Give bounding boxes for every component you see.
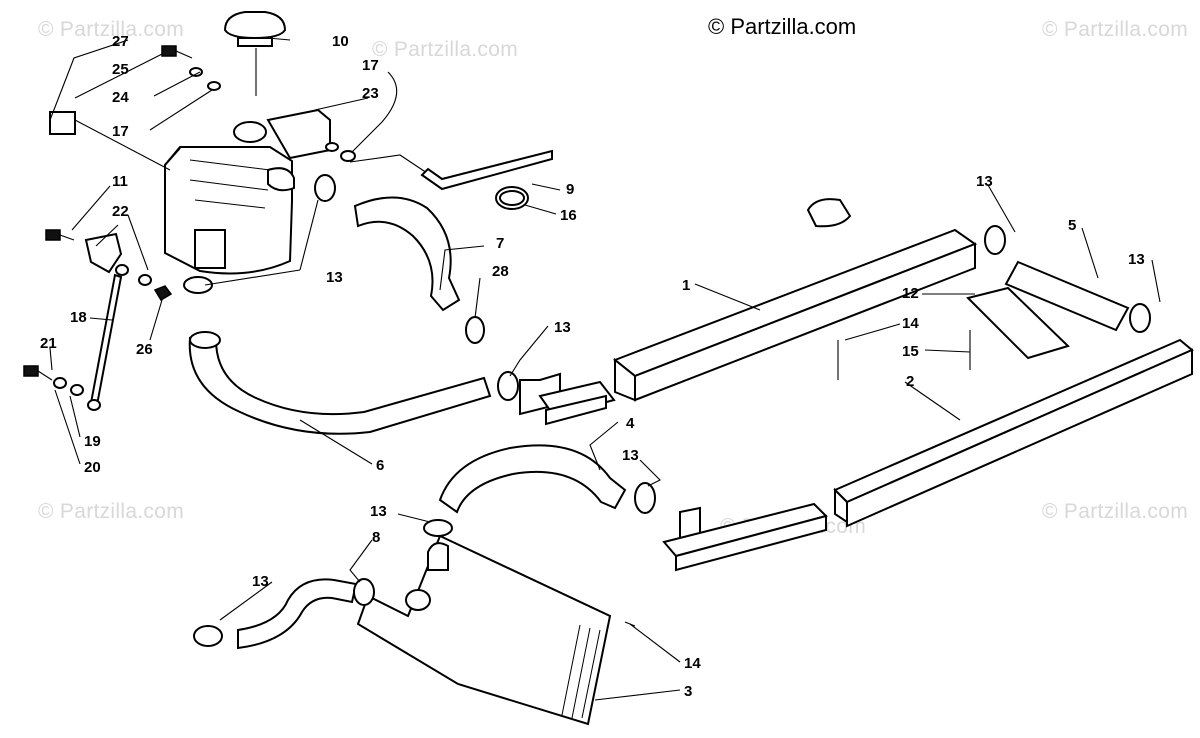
callout-15: 15: [902, 343, 919, 360]
hose-clamp[interactable]: [353, 578, 375, 606]
callout-23: 23: [362, 85, 379, 102]
hose-clamp[interactable]: [634, 482, 656, 514]
hose-clamp[interactable]: [1129, 303, 1151, 333]
washer[interactable]: [115, 264, 129, 276]
elbow-fitting[interactable]: [519, 372, 616, 426]
tunnel-frame-rail[interactable]: [833, 338, 1194, 528]
hose-clamp[interactable]: [465, 316, 485, 344]
coolant-hose[interactable]: [353, 196, 461, 312]
callout-13: 13: [622, 447, 639, 464]
callout-13: 13: [976, 173, 993, 190]
callout-18: 18: [70, 309, 87, 326]
washer[interactable]: [340, 150, 356, 162]
hose-clamp[interactable]: [183, 276, 213, 294]
hose-clamp[interactable]: [314, 174, 336, 202]
callout-13: 13: [370, 503, 387, 520]
callout-4: 4: [626, 415, 635, 432]
washer[interactable]: [207, 81, 221, 91]
radiator-cap[interactable]: [223, 11, 287, 96]
elbow-fitting[interactable]: [662, 502, 828, 572]
watermark: © Partzilla.com: [372, 38, 519, 61]
callout-25: 25: [112, 61, 129, 78]
callout-7: 7: [496, 235, 504, 252]
hose-clamp[interactable]: [193, 625, 223, 647]
decal[interactable]: [806, 198, 852, 228]
callout-13: 13: [1128, 251, 1145, 268]
callout-13: 13: [554, 319, 571, 336]
decal[interactable]: [49, 111, 76, 135]
coolant-hose[interactable]: [1004, 260, 1130, 332]
callout-11: 11: [112, 173, 128, 190]
callout-28: 28: [492, 263, 509, 280]
support-rod[interactable]: [87, 273, 123, 411]
bolt[interactable]: [161, 45, 193, 59]
callout-12: 12: [902, 285, 919, 302]
coolant-tank[interactable]: [164, 108, 331, 275]
washer[interactable]: [53, 377, 67, 389]
callout-26: 26: [136, 341, 153, 358]
tunnel-frame-rail[interactable]: [613, 228, 978, 402]
callout-13: 13: [252, 573, 269, 590]
watermark: © Partzilla.com: [38, 18, 185, 41]
callout-17: 17: [112, 123, 129, 140]
callout-14: 14: [902, 315, 919, 332]
callout-6: 6: [376, 457, 384, 474]
callout-27: 27: [112, 33, 129, 50]
callout-16: 16: [560, 207, 577, 224]
copyright-notice: © Partzilla.com: [708, 14, 857, 39]
coolant-hose[interactable]: [188, 336, 492, 435]
washer[interactable]: [138, 274, 152, 286]
callout-8: 8: [372, 529, 380, 546]
callout-5: 5: [1068, 217, 1076, 234]
watermark: © Partzilla.com: [38, 500, 185, 523]
callout-21: 21: [40, 335, 57, 352]
callout-2: 2: [906, 373, 914, 390]
callout-20: 20: [84, 459, 101, 476]
washer[interactable]: [189, 67, 203, 77]
callout-24: 24: [112, 89, 129, 106]
callout-19: 19: [84, 433, 101, 450]
callout-10: 10: [332, 33, 349, 50]
nut[interactable]: [153, 285, 173, 302]
coolant-hose[interactable]: [237, 578, 358, 650]
hose-clamp[interactable]: [423, 519, 453, 537]
washer[interactable]: [70, 384, 84, 396]
watermark: © Partzilla.com: [1042, 500, 1189, 523]
callout-3: 3: [684, 683, 692, 700]
heat-exchanger[interactable]: [356, 534, 612, 726]
hose-clamp[interactable]: [497, 371, 519, 401]
mounting-bracket[interactable]: [84, 232, 123, 274]
coolant-hose[interactable]: [438, 444, 627, 514]
callout-22: 22: [112, 203, 129, 220]
callout-17: 17: [362, 57, 379, 74]
cover-plate[interactable]: [966, 286, 1070, 360]
bolt[interactable]: [23, 365, 53, 381]
callout-14: 14: [684, 655, 701, 672]
washer[interactable]: [325, 142, 339, 152]
callout-1: 1: [682, 277, 690, 294]
callout-13: 13: [326, 269, 343, 286]
bolt[interactable]: [45, 229, 75, 241]
overflow-tube[interactable]: [349, 149, 553, 191]
watermark: © Partzilla.com: [1042, 18, 1189, 41]
hose-clamp[interactable]: [984, 225, 1006, 255]
callout-9: 9: [566, 181, 574, 198]
